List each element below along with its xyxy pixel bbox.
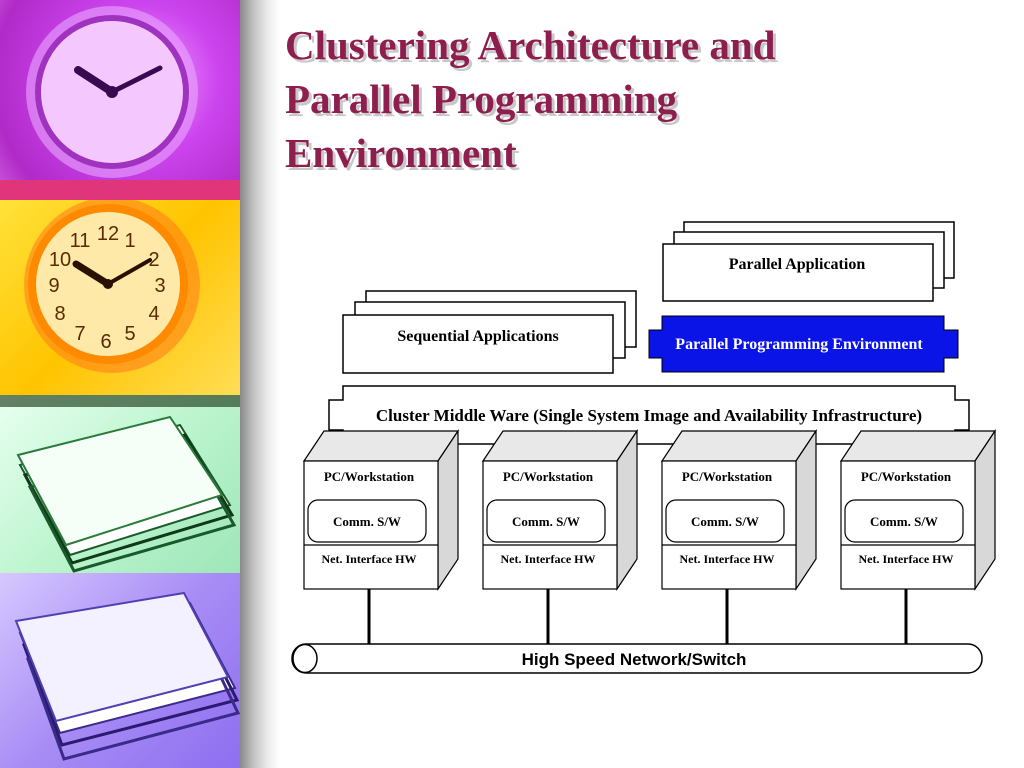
node-3-comm: Comm. S/W [691, 514, 759, 529]
node-2-net: Net. Interface HW [501, 552, 596, 566]
svg-text:1: 1 [124, 230, 135, 252]
cluster-middleware-box: Cluster Middle Ware (Single System Image… [328, 385, 970, 445]
node-1-net: Net. Interface HW [322, 552, 417, 566]
slide-title: Clustering Architecture and Parallel Pro… [285, 18, 1005, 180]
svg-text:11: 11 [70, 230, 91, 252]
purple-papers-photo [0, 573, 240, 768]
clock-icon [26, 6, 198, 178]
node-3-net: Net. Interface HW [680, 552, 775, 566]
node-2: PC/Workstation Comm. S/W Net. Interface … [481, 429, 639, 644]
svg-text:8: 8 [54, 303, 65, 325]
parallel-application-label: Parallel Application [729, 256, 866, 273]
sequential-applications-label: Sequential Applications [397, 328, 558, 345]
svg-text:9: 9 [48, 275, 59, 297]
strip-shadow [240, 0, 280, 768]
paper-stack-icon [0, 395, 240, 573]
yellow-clock-photo: 12 1 2 3 4 5 6 7 8 9 10 11 [0, 200, 240, 395]
green-papers-photo [0, 395, 240, 573]
network-label: High Speed Network/Switch [522, 650, 747, 669]
node-1-comm: Comm. S/W [333, 514, 401, 529]
node-2-comm: Comm. S/W [512, 514, 580, 529]
node-3: PC/Workstation Comm. S/W Net. Interface … [660, 429, 818, 644]
node-4: PC/Workstation Comm. S/W Net. Interface … [839, 429, 997, 644]
svg-text:6: 6 [100, 331, 111, 353]
title-line-2: Parallel Programming [285, 76, 678, 122]
cluster-middleware-label: Cluster Middle Ware (Single System Image… [376, 406, 922, 425]
pink-band [0, 180, 240, 202]
clock-icon: 12 1 2 3 4 5 6 7 8 9 10 11 [24, 200, 200, 373]
title-line-3: Environment [285, 130, 517, 176]
parallel-programming-environment-label: Parallel Programming Environment [675, 336, 923, 353]
svg-text:2: 2 [148, 249, 159, 271]
parallel-programming-environment-box: Parallel Programming Environment [648, 315, 959, 373]
high-speed-network-switch: High Speed Network/Switch [291, 643, 983, 674]
node-4-comm: Comm. S/W [870, 514, 938, 529]
node-4-net: Net. Interface HW [859, 552, 954, 566]
node-4-title: PC/Workstation [861, 469, 952, 484]
photo-strip: 12 1 2 3 4 5 6 7 8 9 10 11 [0, 0, 240, 768]
parallel-application-box: Parallel Application [662, 221, 955, 302]
title-line-1: Clustering Architecture and [285, 22, 776, 68]
node-1-title: PC/Workstation [324, 469, 415, 484]
node-2-title: PC/Workstation [503, 469, 594, 484]
svg-text:7: 7 [74, 323, 85, 345]
svg-text:12: 12 [97, 223, 119, 245]
svg-text:10: 10 [49, 249, 71, 271]
node-3-title: PC/Workstation [682, 469, 773, 484]
svg-text:5: 5 [124, 323, 135, 345]
purple-clock-photo [0, 0, 240, 200]
paper-stack-icon [14, 591, 240, 761]
svg-text:4: 4 [148, 303, 159, 325]
sequential-applications-box: Sequential Applications [342, 290, 637, 374]
node-1: PC/Workstation Comm. S/W Net. Interface … [302, 429, 460, 644]
svg-text:3: 3 [154, 275, 165, 297]
